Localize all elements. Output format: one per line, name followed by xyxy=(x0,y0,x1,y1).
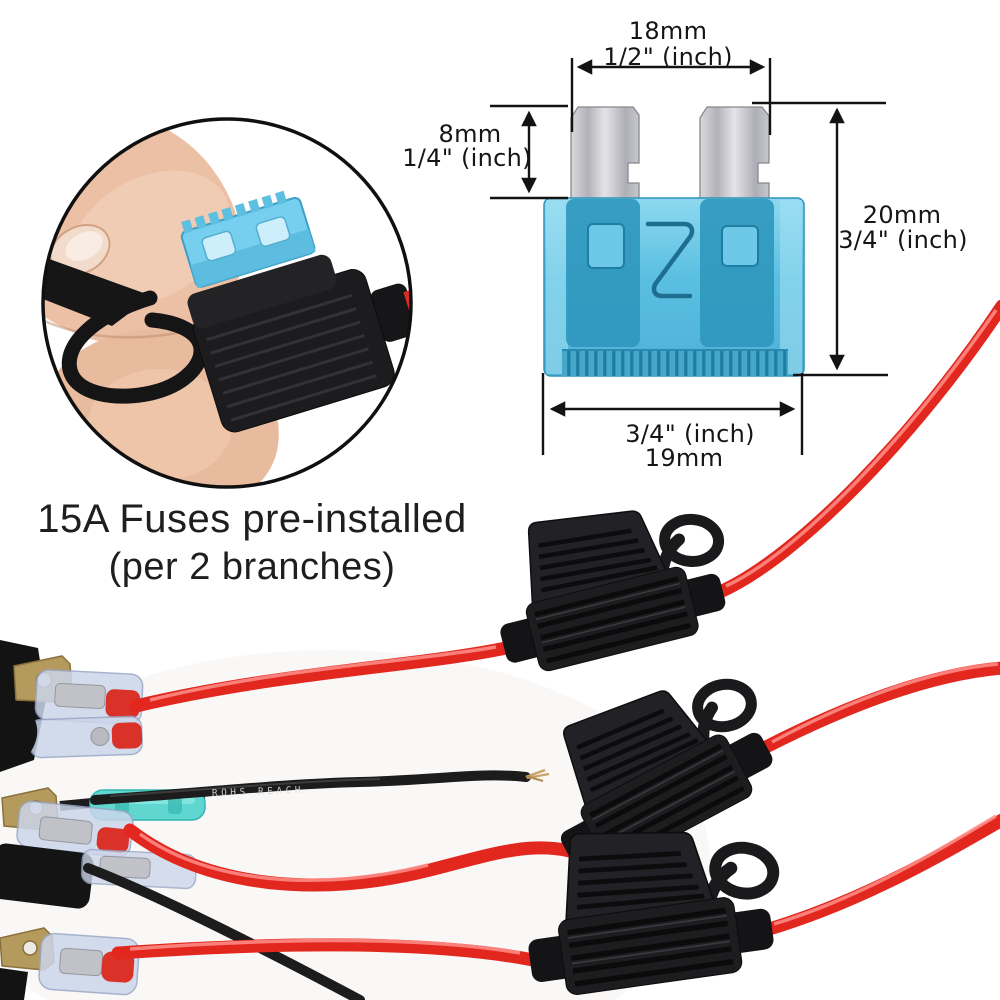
black-wire-2 xyxy=(83,863,365,1000)
blade-right xyxy=(699,106,770,201)
crimp-housing-2 xyxy=(16,800,134,858)
red-wire-feed-2 xyxy=(123,823,577,892)
caption-line-1: 15A Fuses pre-installed xyxy=(37,497,467,541)
fuse-element xyxy=(645,221,695,299)
dim-top-imperial: 1/2" (inch) xyxy=(603,43,733,71)
fuse-holder-1 xyxy=(476,479,745,680)
red-wire-out-1 xyxy=(713,299,1000,599)
dim-blade-imperial: 1/4" (inch) xyxy=(402,144,532,172)
inset-circle-border xyxy=(41,117,413,489)
fuse-terminal-right xyxy=(700,199,774,347)
red-wire-feed-1 xyxy=(129,641,513,713)
red-wire-out-3 xyxy=(759,813,1000,937)
crimp-housing-3 xyxy=(38,932,140,996)
dimension-lines xyxy=(490,58,888,455)
black-wire-1: ROHS REACH xyxy=(90,768,550,805)
dim-top-metric: 18mm xyxy=(628,17,708,45)
dim-height-metric: 20mm xyxy=(862,201,942,229)
inset-fuse xyxy=(180,190,316,289)
red-wire-feed-3 xyxy=(111,938,540,967)
copper-tip xyxy=(525,768,550,783)
fuse-terminal-left xyxy=(566,199,640,347)
dim-blade-metric: 8mm xyxy=(438,120,502,148)
blade-left xyxy=(570,106,640,201)
black-lead xyxy=(0,694,38,760)
dim-bottom-imperial: 3/4" (inch) xyxy=(625,420,755,448)
caption-line-2: (per 2 branches) xyxy=(108,546,396,588)
fuse-ribbed-base xyxy=(562,350,788,376)
dim-height-imperial: 3/4" (inch) xyxy=(838,226,968,254)
wire-harness-photo: ROHS REACH xyxy=(0,299,1000,1000)
connector-cluster-3 xyxy=(0,927,140,1000)
wire-print-label: ROHS REACH xyxy=(212,785,305,799)
inset-fuse-holder xyxy=(180,190,411,433)
terminal-hole xyxy=(22,940,38,956)
connector-body xyxy=(0,968,28,1000)
fuse-body xyxy=(543,197,805,377)
fuse-diagram xyxy=(490,58,888,455)
dim-bottom-metric: 19mm xyxy=(644,444,724,472)
red-wire-out-2 xyxy=(757,661,1000,755)
tape-wrap xyxy=(0,843,94,909)
crimp-housing-1b xyxy=(28,715,143,759)
connector-cluster-1 xyxy=(0,640,144,772)
